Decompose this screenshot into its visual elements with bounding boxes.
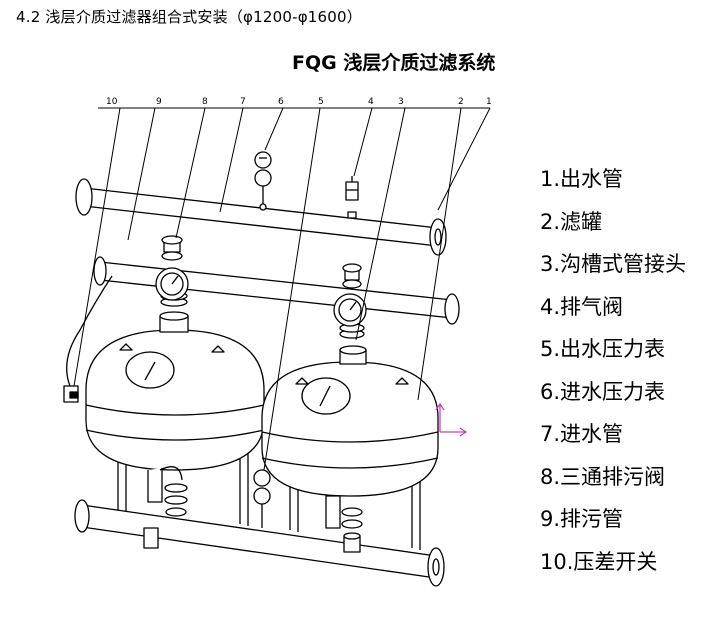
- outlet-pipe: [75, 178, 447, 256]
- legend-item: 2.滤罐: [540, 209, 603, 234]
- legend-item: 7.进水管: [540, 422, 624, 446]
- legend-item: 3.沟槽式管接头: [540, 252, 687, 276]
- legend-item: 5.出水压力表: [540, 337, 666, 361]
- legend-item: 6.进水压力表: [540, 379, 666, 404]
- callout-4: 4: [368, 97, 374, 107]
- filter-tank-left: [85, 235, 265, 549]
- callout-5: 5: [318, 97, 324, 107]
- component-legend: 1.出水管 2.滤罐 3.沟槽式管接头 4.排气阀 5.出水压力表 6.进水压力…: [540, 158, 686, 583]
- outlet-pressure-gauge: [253, 469, 271, 528]
- section-heading: 4.2 浅层介质过滤器组合式安装（φ1200-φ1600）: [16, 8, 362, 26]
- callout-2: 2: [458, 97, 464, 107]
- legend-item: 4.排气阀: [540, 294, 624, 319]
- callout-3: 3: [398, 97, 404, 107]
- orientation-arrows: [435, 402, 468, 437]
- legend-item: 1.出水管: [540, 167, 624, 191]
- differential-pressure-switch: [63, 275, 113, 403]
- filter-tank-right: [261, 263, 439, 553]
- callout-7: 7: [240, 97, 246, 107]
- legend-item: 9.排污管: [540, 507, 624, 531]
- exhaust-valve: [345, 176, 359, 219]
- callout-leaders: [73, 107, 491, 471]
- legend-item: 8.三通排污阀: [540, 464, 666, 489]
- inlet-pipe: [93, 256, 460, 325]
- callout-9: 9: [156, 97, 162, 107]
- callout-1: 1: [486, 97, 492, 107]
- callout-8: 8: [202, 97, 208, 107]
- drain-pipe: [74, 499, 445, 587]
- diagram-title: FQG 浅层介质过滤系统: [292, 52, 496, 74]
- legend-item: 10.压差开关: [540, 549, 658, 574]
- callout-10: 10: [106, 97, 118, 107]
- callout-6: 6: [278, 97, 284, 107]
- callout-numbers: 10 9 8 7 6 5 4 3 2 1: [106, 97, 492, 107]
- inlet-pressure-gauge: [254, 151, 272, 211]
